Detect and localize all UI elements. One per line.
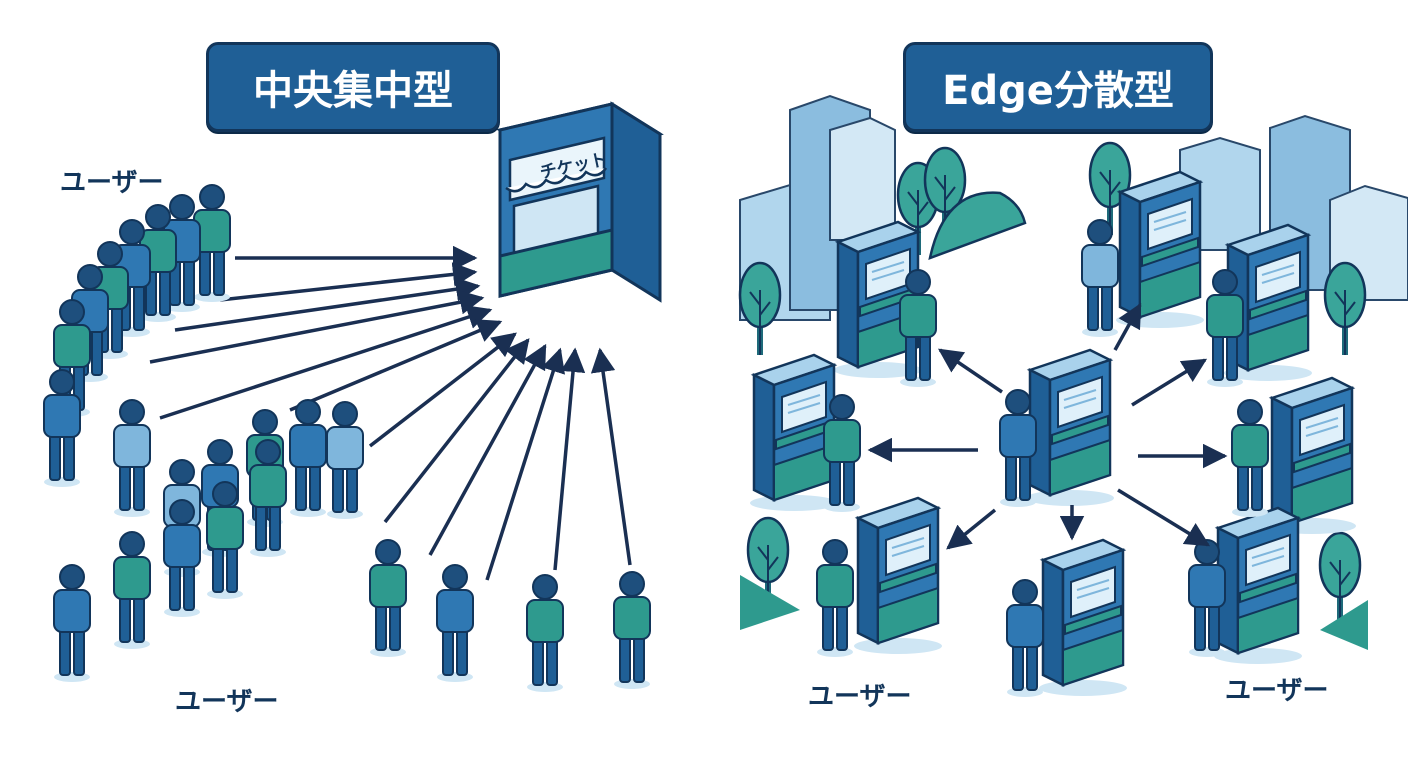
user-label: ユーザー (808, 682, 912, 712)
distribution-arrows (867, 302, 1228, 550)
user-label: ユーザー (60, 168, 164, 198)
edge-panel (738, 94, 1408, 698)
centralized-title: 中央集中型 (206, 42, 500, 132)
request-arrows (149, 245, 632, 581)
user-label: ユーザー (175, 687, 279, 717)
user-label: ユーザー (1225, 676, 1329, 706)
centralized-panel: チケット (43, 101, 664, 693)
edge-title: Edge分散型 (903, 42, 1213, 132)
tree-icon (738, 141, 1368, 650)
ticket-booth-icon: チケット (496, 101, 664, 303)
